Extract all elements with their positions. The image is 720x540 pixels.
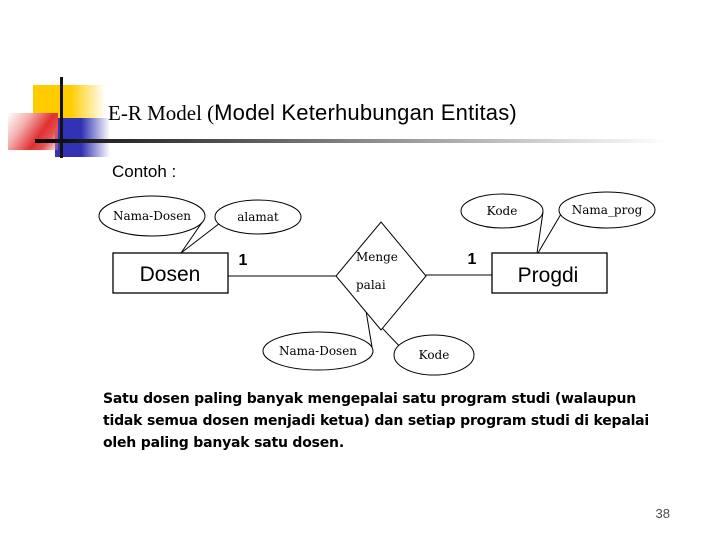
connector-kode-to-progdi (536, 211, 544, 254)
relationship-diamond-mengepalai (335, 221, 427, 331)
attribute-label-nama-prog: Nama_prog (572, 203, 643, 217)
cardinality-left: 1 (239, 252, 248, 269)
connector-alamat-to-dosen (180, 222, 221, 254)
connector-relationship-to-key-namadosen (365, 310, 373, 348)
attribute-ellipse-alamat (214, 199, 302, 235)
body-line-2: tidak semua dosen menjadi ketua) dan set… (103, 413, 650, 429)
title-serif-part: E-R Model ( (108, 101, 215, 125)
title-sans-part: Model Keterhubungan Entitas) (214, 100, 517, 125)
attribute-label-nama-dosen: Nama-Dosen (113, 209, 191, 223)
decoration-red-square (8, 113, 58, 150)
attribute-ellipse-kode (460, 193, 544, 229)
entity-box-progdi (491, 252, 608, 294)
attribute-ellipse-key-nama-dosen (262, 331, 374, 371)
decoration-yellow-square (33, 85, 105, 118)
attribute-label-key-nama-dosen: Nama-Dosen (279, 344, 357, 358)
decoration-vertical-line (60, 77, 63, 158)
body-line-3: oleh paling banyak satu dosen. (103, 435, 344, 451)
attribute-ellipse-key-kode (393, 334, 475, 376)
decoration-blue-square (55, 118, 110, 157)
connector-namadosen-to-dosen (180, 220, 204, 254)
relationship-label-line1: Menge (356, 250, 398, 264)
body-line-1: Satu dosen paling banyak mengepalai satu… (103, 391, 636, 407)
subtitle-contoh: Contoh : (112, 162, 177, 181)
attribute-ellipse-nama-dosen (98, 195, 206, 237)
entity-label-progdi: Progdi (518, 264, 579, 287)
attribute-label-key-kode: Kode (419, 348, 450, 362)
attribute-label-alamat: alamat (237, 210, 279, 224)
entity-box-dosen (112, 252, 229, 294)
relationship-label-line2: palai (356, 278, 386, 292)
page-title: E-R Model (Model Keterhubungan Entitas) (108, 100, 517, 126)
page-number: 38 (655, 506, 670, 521)
entity-label-dosen: Dosen (140, 263, 201, 286)
body-paragraph: Satu dosen paling banyak mengepalai satu… (103, 388, 649, 454)
title-divider-line (35, 139, 695, 143)
connector-namaprog-to-progdi (537, 213, 562, 254)
cardinality-right: 1 (468, 251, 477, 268)
attribute-label-kode: Kode (487, 204, 518, 218)
attribute-ellipse-nama-prog (558, 191, 656, 229)
